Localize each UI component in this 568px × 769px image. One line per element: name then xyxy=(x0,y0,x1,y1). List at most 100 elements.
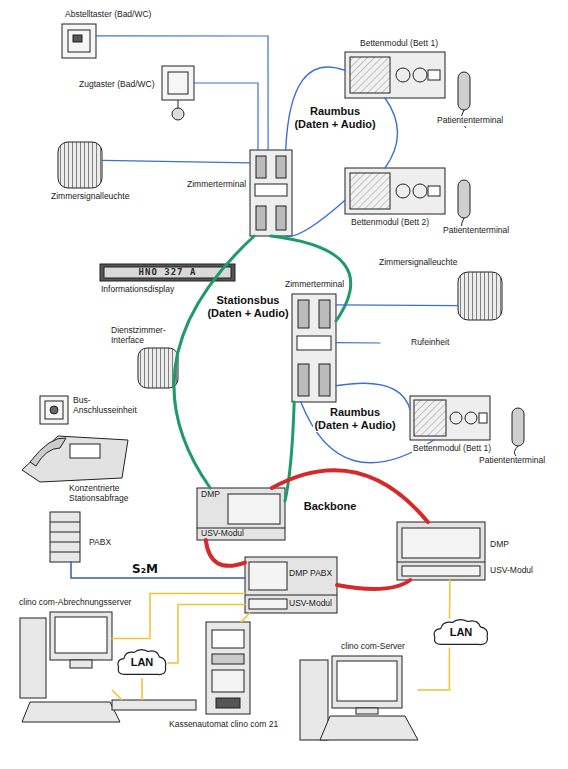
device-label: DMP xyxy=(201,490,220,500)
push-button xyxy=(45,401,63,419)
desk-phone xyxy=(22,436,128,482)
lan-cloud: LAN xyxy=(116,648,168,678)
push-button xyxy=(162,66,194,100)
device-label: DMP xyxy=(489,540,510,550)
lan-wire xyxy=(112,678,142,700)
room-terminal xyxy=(256,206,266,230)
room-terminal xyxy=(298,300,309,328)
workstation xyxy=(356,708,378,714)
room-terminal xyxy=(276,156,286,178)
device-node: Konzentrierte Stationsabfrage xyxy=(22,434,128,482)
device-label: Abstelltaster (Bad/WC) xyxy=(64,10,152,20)
workstation xyxy=(337,661,397,701)
device-node: PABX xyxy=(50,512,80,562)
room-terminal xyxy=(276,206,286,230)
bed-module xyxy=(413,68,427,82)
bus-label: Raumbus (Daten + Audio) xyxy=(313,406,397,432)
device-node: Zimmersignalleuchte xyxy=(58,142,102,188)
lan-wire xyxy=(141,678,143,700)
rack-unit xyxy=(197,488,485,613)
device-label: Bus-Anschlusseinheit xyxy=(72,396,154,416)
device-label: clino com-Abrechnungsserver xyxy=(18,598,132,608)
cloud-text: LAN xyxy=(432,626,490,639)
bed-module xyxy=(396,184,410,198)
device-node: DMP USV-Modul xyxy=(197,488,285,540)
rack-unit xyxy=(402,566,480,576)
workstation xyxy=(22,702,120,722)
patient-handset xyxy=(458,180,470,218)
network-switch xyxy=(112,700,196,710)
device-node: Abstelltaster (Bad/WC) xyxy=(62,24,96,58)
pabx-tower xyxy=(50,542,80,543)
lan-connector xyxy=(449,580,451,618)
device-node: Zimmersignalleuchte xyxy=(458,272,502,320)
cash-machine xyxy=(212,654,244,664)
signal-lamp xyxy=(58,142,102,188)
device-node: DMP PABXUSV-Modul xyxy=(245,557,337,613)
device-node: clino com-Server xyxy=(300,656,418,744)
patient-handset xyxy=(514,446,518,456)
bus-label: Stationsbus (Daten + Audio) xyxy=(206,294,290,320)
device-label: Kassenautomat clino com 21 xyxy=(168,720,279,730)
device-node: Patiententerminal xyxy=(458,72,470,110)
device-node: Bus-Anschlusseinheit xyxy=(40,396,68,424)
wire-connector xyxy=(96,36,268,150)
workstation xyxy=(300,660,328,740)
desk-phone xyxy=(70,444,100,458)
rack-unit xyxy=(402,528,480,558)
lan-connector xyxy=(168,605,245,663)
push-button xyxy=(40,24,194,424)
display-text: HNO 327 A xyxy=(100,267,235,277)
bus-label: Backbone xyxy=(304,500,357,513)
bed-module xyxy=(465,412,477,424)
workstation xyxy=(55,617,107,653)
device-label: Rufeinheit xyxy=(410,338,450,348)
device-label: Patiententerminal xyxy=(442,226,510,236)
room-terminal xyxy=(319,364,330,396)
push-button xyxy=(172,108,184,120)
pabx-tower xyxy=(50,512,80,562)
device-node: DMPUSV-Modul xyxy=(397,522,485,580)
pabx-tower xyxy=(50,512,80,562)
bed-module xyxy=(350,173,390,209)
patient-handset xyxy=(458,72,524,456)
back-connector xyxy=(272,470,428,522)
device-node: Bettenmodul (Bett 1) xyxy=(410,396,490,440)
signal-lamp xyxy=(458,272,502,320)
patient-handset xyxy=(512,408,524,446)
wire-connector xyxy=(336,304,458,306)
device-label: USV-Modul xyxy=(201,529,244,539)
rack-unit xyxy=(245,595,337,596)
bed-module xyxy=(345,168,445,214)
device-node: HNO 327 AInformationsdisplay xyxy=(100,264,235,281)
device-node: Kassenautomat clino com 21 xyxy=(206,622,250,714)
desk-phone xyxy=(30,438,66,466)
device-label: Patiententerminal xyxy=(436,116,504,126)
rack-unit xyxy=(397,562,485,563)
s2m-connector xyxy=(71,562,245,578)
workstation xyxy=(70,660,92,668)
device-label: USV-Modul xyxy=(489,566,534,576)
device-label: Zimmerterminal xyxy=(186,180,247,190)
lan-wire xyxy=(112,690,122,700)
device-node: Bettenmodul (Bett 1) xyxy=(345,52,445,98)
device-label: Informationsdisplay xyxy=(100,285,175,295)
bed-module xyxy=(350,57,390,93)
device-node: Patiententerminal xyxy=(512,408,524,446)
room-terminal xyxy=(250,150,336,402)
wire-connector xyxy=(194,83,258,150)
room-terminal xyxy=(319,300,330,328)
device-node: Patiententerminal xyxy=(458,180,470,218)
device-node: Bettenmodul (Bett 2) xyxy=(345,168,445,214)
device-label: Zugtaster (Bad/WC) xyxy=(78,80,156,90)
cash-machine xyxy=(216,698,240,708)
bed-module xyxy=(345,52,445,98)
device-label: Zimmerterminal xyxy=(284,280,345,290)
push-button xyxy=(50,406,58,414)
back-connector xyxy=(206,540,245,566)
stat-connector xyxy=(285,402,294,501)
device-label: Zimmersignalleuchte xyxy=(378,258,458,268)
workstation xyxy=(20,618,46,698)
device-node: Dienstzimmer-Interface xyxy=(138,348,178,388)
lan-connector xyxy=(241,613,249,622)
